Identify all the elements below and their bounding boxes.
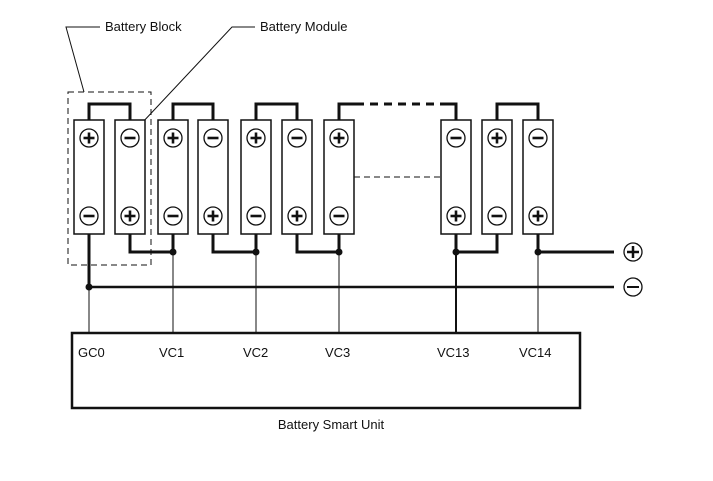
callout-label-battery-block: Battery Block — [105, 19, 182, 34]
negative-terminal-icon — [528, 128, 548, 148]
callout-battery-module: Battery Module — [140, 19, 347, 125]
positive-terminal-icon — [287, 206, 307, 226]
callout-label-battery-module: Battery Module — [260, 19, 347, 34]
positive-terminal-icon — [203, 206, 223, 226]
battery-module — [440, 119, 472, 235]
pin-label-vc3: VC3 — [325, 345, 350, 360]
junction-dot — [335, 248, 343, 256]
top-jumpers — [87, 102, 540, 120]
battery-module — [481, 119, 513, 235]
junction-dot — [534, 248, 542, 256]
bottom-jumper-2-3 — [128, 234, 175, 254]
positive-terminal-icon — [246, 128, 266, 148]
negative-terminal-icon — [287, 128, 307, 148]
positive-terminal-icon — [120, 206, 140, 226]
junction-dot — [169, 248, 177, 256]
battery-modules — [73, 119, 554, 235]
negative-terminal-icon — [246, 206, 266, 226]
junction-dot — [85, 283, 93, 291]
battery-module — [157, 119, 189, 235]
negative-terminal-icon — [163, 206, 183, 226]
jumper-5-6 — [254, 102, 299, 120]
smart-unit-title: Battery Smart Unit — [278, 417, 385, 432]
bottom-jumper-8-9 — [454, 234, 499, 254]
negative-terminal-icon — [203, 128, 223, 148]
callout-leader-battery-module — [140, 26, 255, 125]
negative-terminal-icon — [487, 206, 507, 226]
positive-terminal-icon — [446, 206, 466, 226]
bottom-jumpers — [87, 234, 614, 287]
junction-dot — [452, 248, 460, 256]
battery-module — [114, 119, 146, 235]
battery-module — [522, 119, 554, 235]
bottom-jumper-6-7 — [295, 234, 341, 254]
positive-terminal-icon — [163, 128, 183, 148]
jumper-1-2 — [87, 102, 132, 120]
negative-terminal-icon — [120, 128, 140, 148]
pin-label-gc0: GC0 — [78, 345, 105, 360]
positive-output-line — [536, 234, 614, 254]
pin-label-vc14: VC14 — [519, 345, 552, 360]
battery-smart-unit-box — [70, 331, 582, 410]
sense-wires — [88, 252, 539, 333]
battery-module — [240, 119, 272, 235]
battery-module — [323, 119, 355, 235]
bottom-jumper-4-5 — [211, 234, 258, 254]
junction-dot — [252, 248, 260, 256]
positive-terminal — [623, 242, 643, 262]
jumper-9-10 — [495, 102, 540, 120]
battery-module — [197, 119, 229, 235]
pin-label-vc1: VC1 — [159, 345, 184, 360]
negative-terminal — [623, 277, 643, 297]
positive-terminal-icon — [528, 206, 548, 226]
negative-terminal-icon — [329, 206, 349, 226]
positive-terminal-icon — [487, 128, 507, 148]
battery-module — [73, 119, 105, 235]
negative-terminal-icon — [79, 206, 99, 226]
battery-module — [281, 119, 313, 235]
negative-terminal-icon — [446, 128, 466, 148]
jumper-8 — [440, 102, 458, 120]
pin-label-vc13: VC13 — [437, 345, 470, 360]
callout-leader-battery-block — [65, 26, 100, 93]
junction-dots — [85, 248, 542, 291]
smart-unit-pins: GC0 VC1 VC2 VC3 VC13 VC14 — [78, 345, 552, 360]
pin-label-vc2: VC2 — [243, 345, 268, 360]
callout-battery-block: Battery Block — [65, 19, 182, 93]
battery-block-boundary — [67, 91, 152, 266]
positive-terminal-icon — [79, 128, 99, 148]
jumper-7 — [337, 102, 356, 120]
positive-terminal-icon — [329, 128, 349, 148]
jumper-3-4 — [171, 102, 215, 120]
